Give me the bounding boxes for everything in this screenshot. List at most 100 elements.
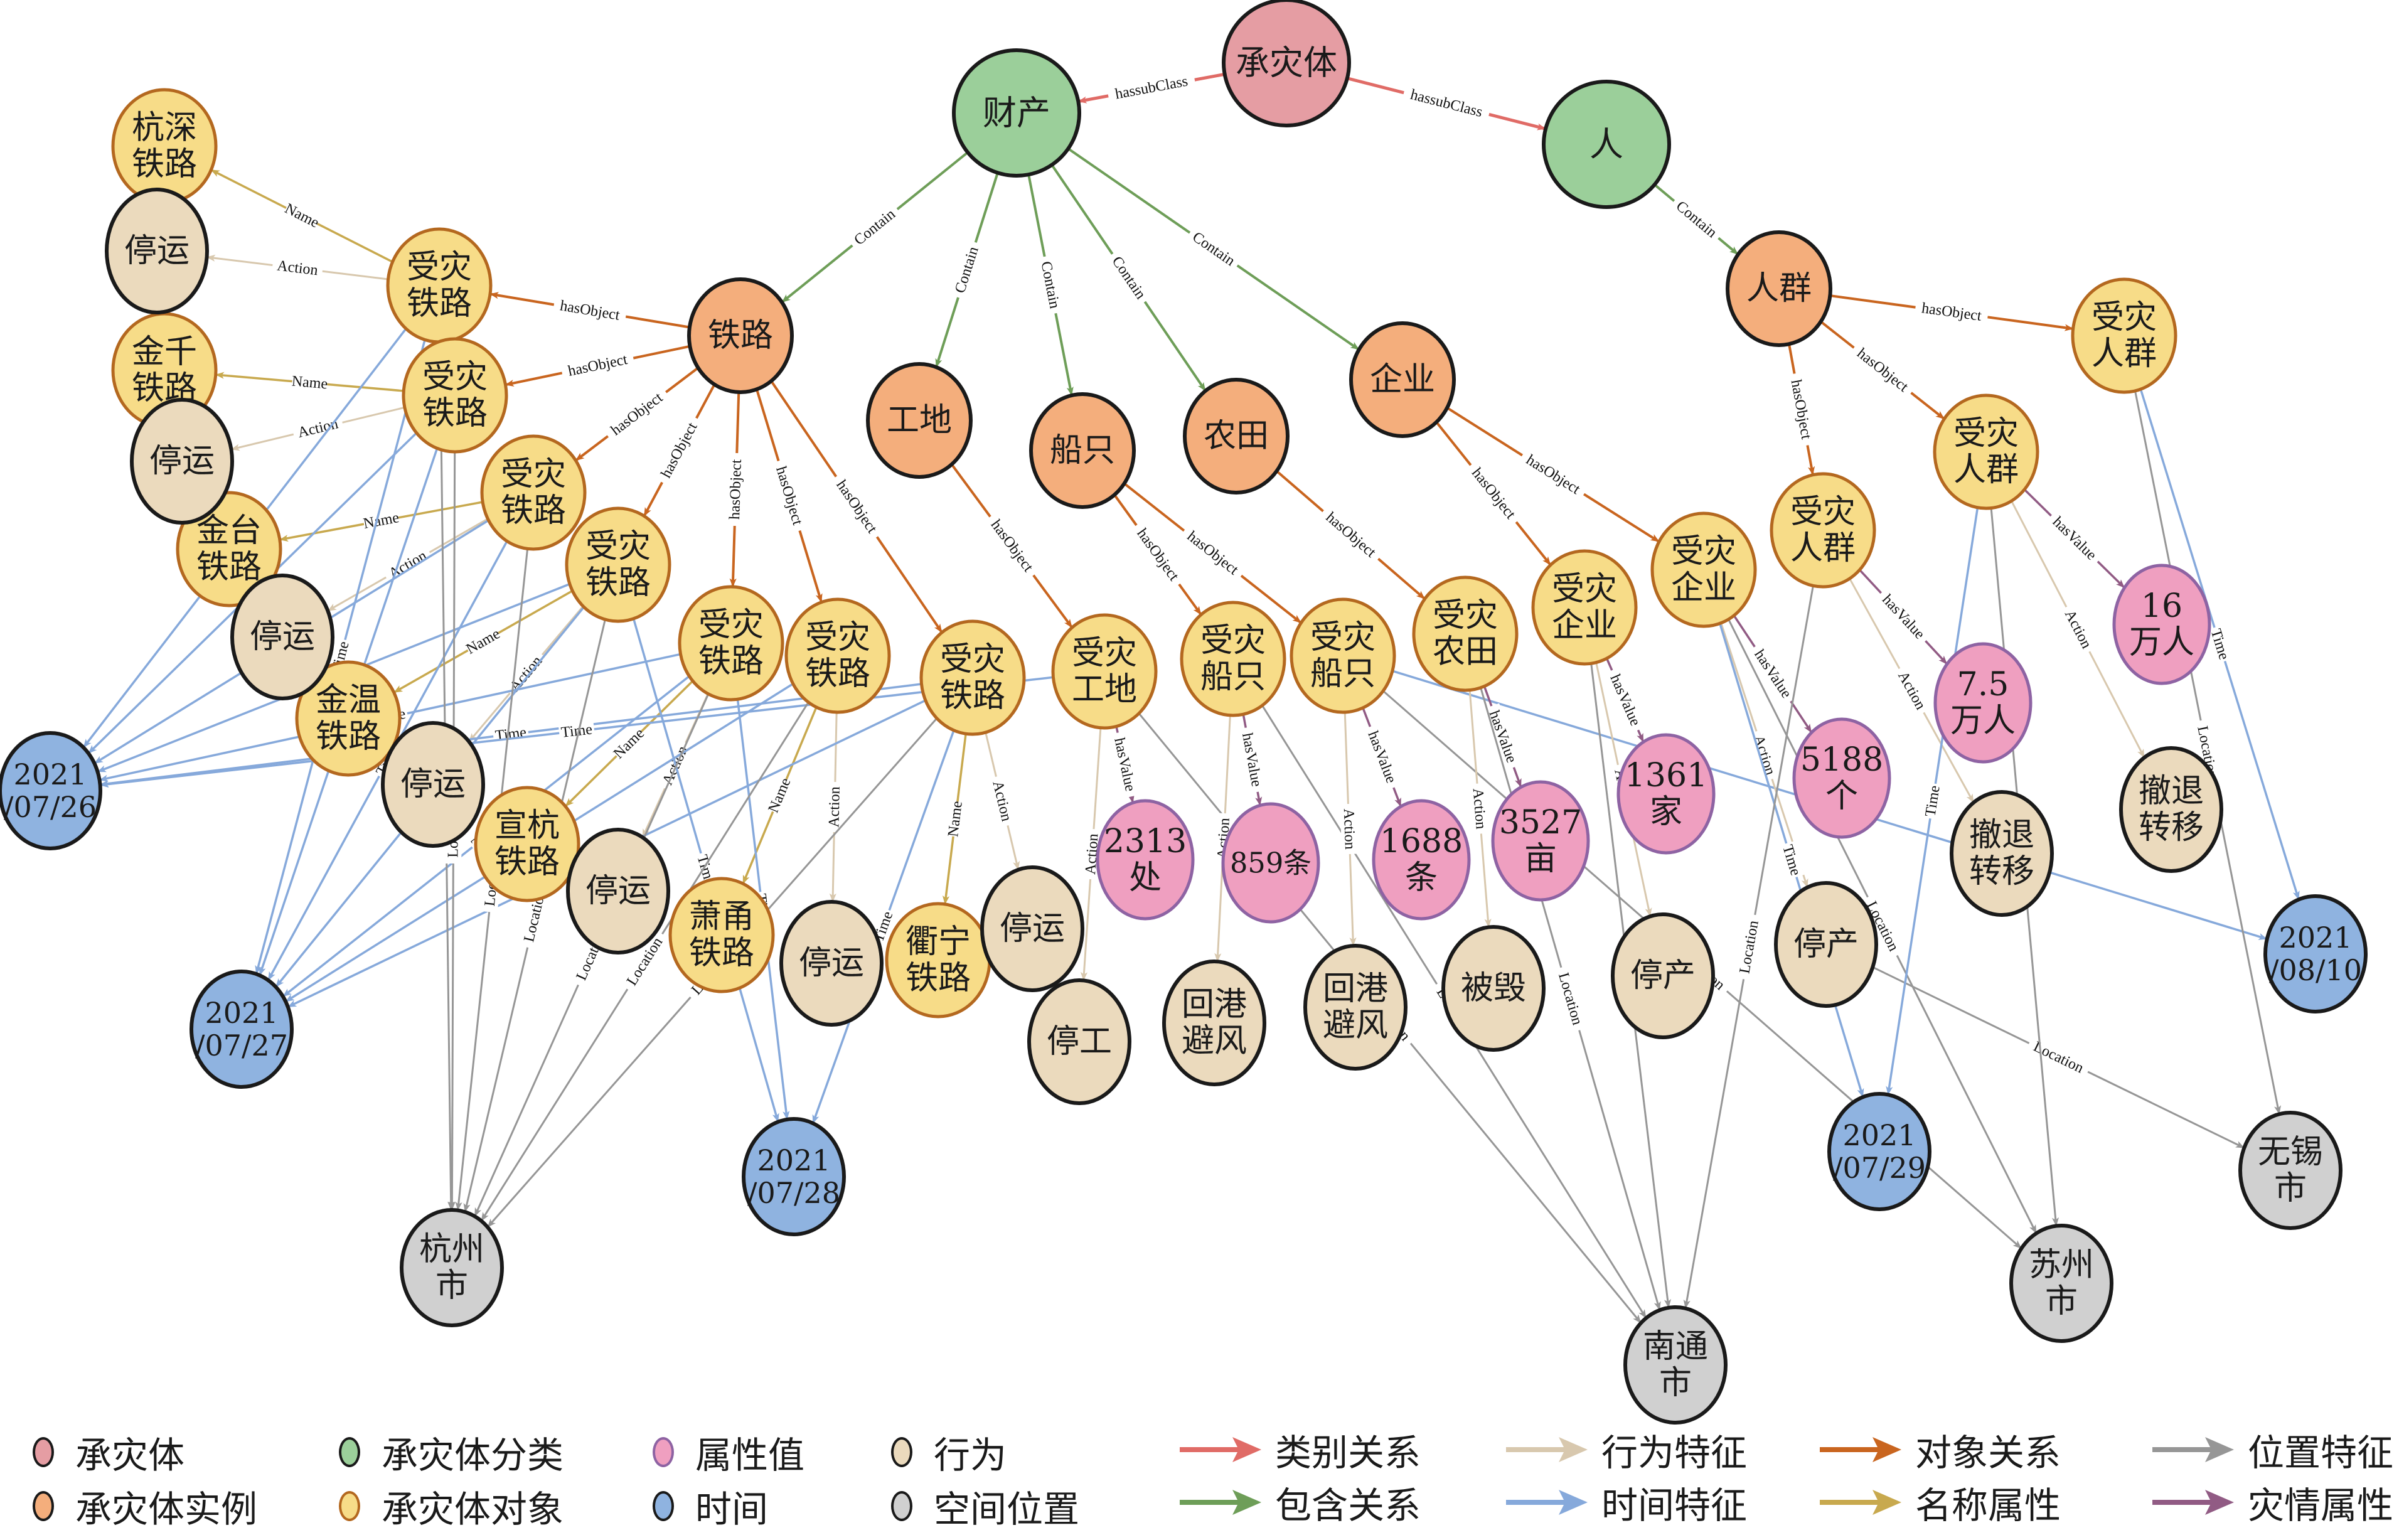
node-shape[interactable] (1096, 799, 1195, 921)
node-shape[interactable] (0, 731, 102, 850)
node-time[interactable]: 2021/07/29 (1827, 1092, 1931, 1211)
node-shape[interactable] (1183, 378, 1290, 495)
node-shape[interactable] (678, 585, 784, 702)
node-action[interactable]: 被毁 (1441, 925, 1546, 1052)
node-shape[interactable] (402, 337, 508, 454)
node-shape[interactable] (230, 574, 334, 700)
node-shape[interactable] (130, 398, 234, 525)
node-location[interactable]: 南通市 (1623, 1305, 1728, 1425)
node-shape[interactable] (1611, 912, 1715, 1039)
node-shape[interactable] (1372, 799, 1471, 921)
node-shape[interactable] (565, 506, 671, 623)
node-time[interactable]: 2021/07/27 (190, 970, 294, 1089)
node-shape[interactable] (295, 660, 402, 777)
node-shape[interactable] (1349, 321, 1456, 438)
node-shape[interactable] (1412, 575, 1519, 692)
node-shape[interactable] (980, 865, 1084, 992)
node-time[interactable]: 2021/08/10 (2263, 894, 2368, 1013)
node-instance[interactable]: 人群 (1726, 230, 1832, 347)
node-shape[interactable] (1222, 0, 1351, 127)
node-shape[interactable] (1029, 392, 1136, 509)
node-location[interactable]: 杭州市 (400, 1208, 504, 1327)
node-shape[interactable] (2238, 1111, 2343, 1230)
node-shape[interactable] (687, 277, 794, 394)
node-value[interactable]: 7.5万人 (1933, 642, 2033, 764)
node-time[interactable]: 2021/07/28 (742, 1117, 846, 1236)
node-shape[interactable] (2112, 564, 2211, 685)
node-shape[interactable] (1027, 978, 1131, 1105)
node-shape[interactable] (1770, 472, 1876, 589)
node-shape[interactable] (1792, 717, 1891, 839)
node-action[interactable]: 停运 (130, 398, 234, 525)
node-shape[interactable] (919, 619, 1026, 736)
node-root[interactable]: 承灾体 (1222, 0, 1351, 127)
node-shape[interactable] (1616, 733, 1716, 855)
node-shape[interactable] (1491, 780, 1590, 902)
node-shape[interactable] (1623, 1305, 1728, 1425)
node-shape[interactable] (2009, 1224, 2113, 1343)
node-action[interactable]: 停运 (381, 721, 485, 848)
node-shape[interactable] (784, 597, 891, 714)
node-shape[interactable] (480, 434, 587, 551)
node-shape[interactable] (1303, 944, 1408, 1071)
node-time[interactable]: 2021/07/26 (0, 731, 102, 850)
node-location[interactable]: 无锡市 (2238, 1111, 2343, 1230)
node-shape[interactable] (176, 491, 282, 607)
node-shape[interactable] (2071, 277, 2177, 394)
node-shape[interactable] (474, 786, 580, 902)
node-shape[interactable] (1933, 393, 2039, 510)
node-shape[interactable] (1162, 960, 1266, 1086)
node-shape[interactable] (400, 1208, 504, 1327)
node-location[interactable]: 苏州市 (2009, 1224, 2113, 1343)
node-action[interactable]: 停运 (105, 188, 209, 314)
node-shape[interactable] (668, 877, 775, 993)
node-shape[interactable] (1950, 790, 2054, 917)
node-shape[interactable] (1221, 802, 1320, 924)
node-shape[interactable] (2119, 746, 2223, 873)
node-shape[interactable] (381, 721, 485, 848)
node-shape[interactable] (105, 188, 209, 314)
node-instance[interactable]: 工地 (866, 362, 973, 479)
node-shape[interactable] (1827, 1092, 1931, 1211)
node-shape[interactable] (1933, 642, 2033, 764)
node-instance[interactable]: 铁路 (687, 277, 794, 394)
node-action[interactable]: 停运 (566, 828, 670, 954)
node-shape[interactable] (1542, 80, 1671, 209)
node-shape[interactable] (190, 970, 294, 1089)
node-action[interactable]: 停运 (230, 574, 334, 700)
node-shape[interactable] (1290, 597, 1396, 714)
node-shape[interactable] (1180, 601, 1286, 717)
node-shape[interactable] (779, 900, 884, 1027)
node-action[interactable]: 停运 (980, 865, 1084, 992)
node-shape[interactable] (1531, 549, 1638, 666)
node-value[interactable]: 859条 (1221, 802, 1320, 924)
node-action[interactable]: 停产 (1611, 912, 1715, 1039)
